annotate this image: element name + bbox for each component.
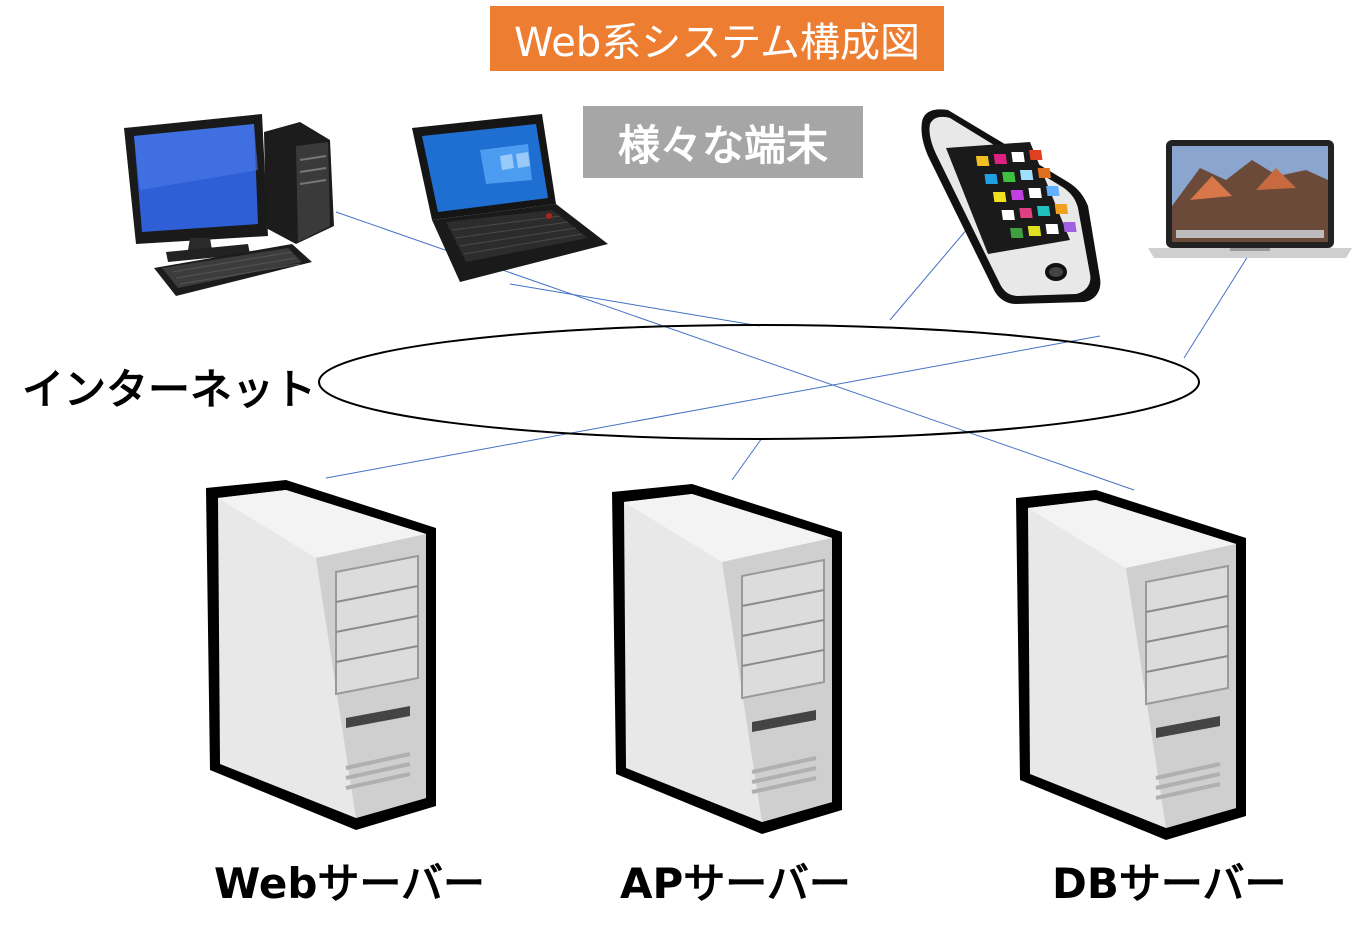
link-web-internet [325,335,1101,479]
diagram-title: Web系システム構成図 [490,6,944,71]
server-icon-web [204,478,438,832]
db-server-label: DBサーバー [1052,859,1287,908]
server-icon-db [1014,488,1248,842]
macbook-icon [1148,140,1352,258]
link-mac-internet [1183,255,1249,359]
link-ap-internet [731,437,763,481]
link-laptop-center [509,283,761,327]
internet-cloud [318,324,1200,440]
link-smartphone-internet [889,227,969,321]
terminals-label: 様々な端末 [583,106,863,178]
server-icon-ap [610,482,844,836]
smartphone-icon [921,109,1101,304]
web-server-label: Webサーバー [214,859,485,908]
laptop-windows-icon [412,114,608,282]
desktop-pc-icon [124,114,334,296]
ap-server-label: APサーバー [620,859,851,908]
internet-label: インターネット [22,365,317,414]
